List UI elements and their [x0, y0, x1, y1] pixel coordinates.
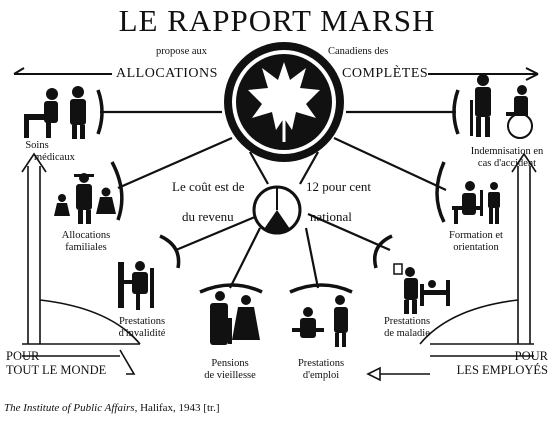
classroom-icon	[452, 181, 500, 224]
subtitle-right: Canadiens des	[328, 46, 389, 57]
label-af-1: Allocations	[61, 230, 111, 241]
end-arcs	[96, 89, 460, 294]
sick-bed-icon	[393, 263, 450, 314]
label-ind-2: cas d'accident	[477, 157, 537, 169]
label-vie-2: de vieillesse	[204, 369, 256, 381]
label-emp-2: d'emploi	[302, 369, 340, 381]
left-arrow	[21, 152, 141, 375]
diagram-title: LE RAPPORT MARSH	[118, 3, 436, 38]
label-for-2: orientation	[453, 241, 499, 253]
cost-line-2: 12 pour cent	[306, 179, 371, 194]
group-everyone-1: POUR	[6, 349, 40, 363]
cost-line-4: national	[310, 209, 352, 224]
maple-leaf-emblem	[224, 42, 344, 162]
subtitle-allocations: ALLOCATIONS	[116, 66, 218, 81]
cost-line-1: Le coût est de	[172, 179, 245, 194]
source-caption: The Institute of Public Affairs, Halifax…	[4, 402, 220, 414]
label-emp-1: Prestations	[297, 358, 345, 369]
group-everyone: POUR TOUT LE MONDE	[6, 349, 107, 378]
label-soins-medicaux: Soins médicaux	[6, 140, 75, 163]
label-inv-2: d'invalidité	[118, 327, 166, 339]
label-inv-1: Prestations	[118, 316, 166, 327]
right-arrow	[366, 152, 537, 382]
label-soins-2: médicaux	[34, 151, 75, 163]
worker-icon	[292, 295, 348, 347]
spokes	[100, 110, 456, 289]
group-employees-2: LES EMPLOYÉS	[456, 362, 548, 377]
group-employees-1: POUR	[514, 349, 548, 363]
wheelchair-icon	[506, 85, 533, 139]
pie-12-percent-icon	[252, 185, 302, 235]
label-indemnisation: Indemnisation en cas d'accident	[462, 146, 552, 169]
label-vie-1: Pensions	[211, 358, 249, 369]
group-everyone-2: TOUT LE MONDE	[6, 362, 107, 377]
label-vieillesse: Pensions de vieillesse	[190, 358, 270, 381]
label-formation: Formation et orientation	[436, 230, 516, 253]
subtitle-left: propose aux	[156, 46, 208, 57]
invalidite-icon	[118, 261, 154, 310]
cost-line-3: du revenu	[182, 209, 234, 224]
label-invalidite: Prestations d'invalidité	[102, 316, 182, 339]
label-emploi: Prestations d'emploi	[284, 358, 358, 381]
label-mal-1: Prestations	[383, 316, 431, 327]
caption-rest: , Halifax, 1943 [tr.]	[134, 402, 220, 414]
top-bar-left	[13, 67, 112, 75]
subtitle-completes: COMPLÈTES	[342, 66, 429, 81]
caption-source: The Institute of Public Affairs	[4, 402, 135, 414]
label-af-2: familiales	[65, 241, 107, 253]
label-for-1: Formation et	[449, 230, 503, 241]
label-mal-2: de maladie	[384, 327, 430, 339]
group-employees: POUR LES EMPLOYÉS	[444, 349, 548, 378]
family-icon	[54, 173, 116, 224]
label-allocations-familiales: Allocations familiales	[46, 230, 126, 253]
label-maladie: Prestations de maladie	[370, 316, 444, 339]
elderly-couple-icon	[210, 291, 260, 345]
injured-worker-icon	[470, 74, 491, 137]
label-soins-1: Soins	[25, 140, 49, 151]
label-ind-1: Indemnisation en	[470, 146, 544, 157]
doctor-patient-icon	[24, 86, 86, 139]
